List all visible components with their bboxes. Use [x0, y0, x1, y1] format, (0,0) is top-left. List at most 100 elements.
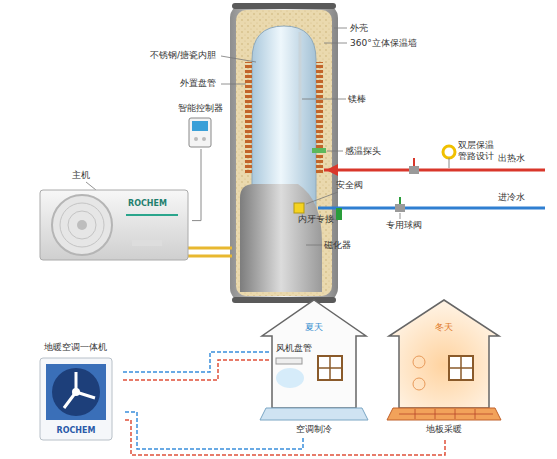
winter-house: 冬天地板采暖 [385, 296, 505, 438]
illustration-part [336, 208, 342, 220]
heat-pump-unit-shape [36, 170, 192, 262]
part-label: 安全阀 [336, 180, 363, 191]
illustration-part [77, 220, 87, 230]
illustration-part [189, 118, 211, 147]
illustration-part [194, 137, 198, 141]
illustration-part [316, 62, 323, 174]
illustration-part [240, 184, 322, 292]
combo-heat-pump-unit: 地暖空调一体机 ROCHEM [28, 342, 125, 442]
illustration-part [123, 352, 271, 380]
part-label: 镁棒 [348, 94, 366, 105]
part-label: 风机盘管 [276, 343, 312, 354]
illustration-part [389, 300, 499, 408]
illustration-part [232, 297, 336, 303]
node-heading: 夏天 [258, 322, 370, 333]
illustration-part [294, 203, 304, 213]
illustration-part [443, 146, 455, 158]
part-label: 外壳 [350, 23, 368, 34]
part-label: 专用球阀 [386, 220, 422, 231]
illustration-part [236, 10, 332, 296]
node-heading: 主机 [72, 170, 90, 181]
illustration-part [221, 56, 256, 62]
heat-pump-unit: 主机 ROCHEM [36, 170, 192, 262]
illustration-part [123, 352, 271, 372]
illustration-part [72, 388, 80, 396]
illustration-part [68, 211, 96, 239]
illustration-part [221, 28, 400, 245]
illustration-part [449, 367, 473, 369]
node-heading: 地暖空调一体机 [28, 342, 123, 353]
illustration-part [245, 62, 252, 174]
illustration-part [192, 121, 208, 131]
summer-house-shape [258, 296, 370, 438]
part-label: 磁化器 [324, 240, 351, 251]
part-label: 进冷水 [498, 192, 525, 203]
winter-house-shape [385, 296, 503, 438]
illustration-part [400, 213, 401, 219]
illustration-part [299, 32, 302, 150]
illustration-part [221, 84, 246, 85]
illustration-part [306, 245, 322, 246]
illustration-part [449, 158, 450, 168]
illustration-part [132, 240, 162, 246]
illustration-part [409, 166, 419, 174]
illustration-part [188, 247, 232, 250]
illustration-part [387, 408, 501, 420]
illustration-part [413, 356, 425, 368]
illustration-part [202, 137, 206, 141]
illustration-part [334, 28, 347, 29]
illustration-part [449, 356, 473, 380]
node-text: 空调制冷 [258, 424, 370, 435]
illustration-part [126, 214, 178, 216]
illustration-part [318, 367, 342, 369]
illustration-part [60, 203, 104, 247]
illustration-part [318, 356, 342, 380]
illustration-part [40, 190, 188, 260]
illustration-part [318, 207, 545, 210]
pipe-connector [192, 149, 201, 221]
part-label: 外置盘管 [180, 78, 216, 89]
illustration-part [276, 368, 304, 388]
illustration-part [64, 372, 95, 408]
illustration-part [52, 368, 100, 416]
part-label: 不锈钢/搪瓷内胆 [150, 50, 216, 61]
illustration-part [399, 197, 401, 204]
part-label: 感温探头 [345, 146, 381, 157]
node-text: ROCHEM [40, 426, 112, 436]
illustration-part [188, 255, 232, 258]
illustration-part [399, 409, 493, 419]
illustration-part [260, 408, 368, 420]
summer-house: 夏天空调制冷 [258, 296, 372, 438]
illustration-part [236, 10, 332, 296]
illustration-part [326, 164, 338, 176]
node-heading: 智能控制器 [172, 103, 228, 114]
illustration-part [413, 158, 415, 166]
illustration-part [232, 3, 336, 9]
controller-box: 智能控制器 [172, 103, 230, 149]
illustration-part [306, 192, 338, 204]
illustration-part [230, 4, 338, 302]
illustration-part [302, 99, 346, 100]
pipe-connector [125, 420, 445, 455]
part-label: 出热水 [498, 153, 525, 164]
illustration-part [312, 148, 326, 153]
illustration-part [413, 378, 425, 390]
node-text: 地板采暖 [385, 424, 503, 435]
illustration-part [324, 43, 347, 44]
part-label: 360°立体保温墙 [350, 38, 417, 49]
illustration-part [52, 195, 112, 255]
illustration-part [327, 151, 343, 152]
illustration-part [40, 358, 112, 440]
illustration-part [123, 360, 271, 380]
illustration-part [395, 204, 405, 212]
illustration-part [324, 169, 545, 172]
node-heading: 冬天 [385, 322, 503, 333]
illustration-part [46, 364, 106, 420]
part-label: 双层保温管路设计 [458, 140, 496, 162]
illustration-part [262, 300, 366, 408]
node-text: ROCHEM [128, 199, 167, 209]
illustration-part [86, 182, 96, 190]
illustration-part [276, 358, 302, 364]
part-label: 内牙专接 [298, 214, 334, 225]
